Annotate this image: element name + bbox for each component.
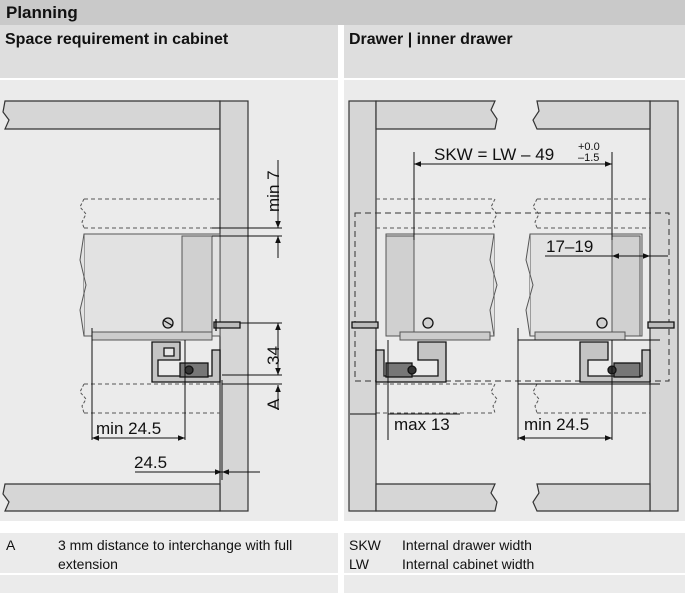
right-drawer: [354, 198, 670, 414]
left-runner: [151, 317, 241, 383]
left-drawer: [79, 198, 221, 414]
right-panel-header: Drawer | inner drawer: [344, 25, 685, 78]
dim-max13: max 13: [394, 415, 450, 434]
tolerance-lower: –1.5: [578, 152, 599, 164]
screw-left-icon: [422, 317, 434, 329]
legend-left-strip: [0, 575, 338, 593]
cabinet-bottom-left: [375, 483, 498, 512]
cabinet-bottom-right: [532, 483, 651, 512]
dim-min245-left: min 24.5: [96, 419, 161, 438]
inner-drawer-outline: [354, 212, 670, 382]
dim-min7: min 7: [264, 170, 283, 212]
dim-1719: 17–19: [546, 237, 593, 256]
cabinet-top-left: [375, 100, 498, 130]
screw-right-icon: [596, 317, 608, 329]
legend-left: [0, 533, 338, 573]
right-panel-title: Drawer | inner drawer: [349, 31, 513, 48]
left-cabinet: [2, 100, 249, 512]
wall-screw-icon: [213, 321, 241, 329]
left-panel-header: Space requirement in cabinet: [0, 25, 338, 78]
legend-text-lw: Internal cabinet width: [402, 556, 535, 572]
legend-text-a-line2: extension: [58, 556, 118, 572]
legend-key-lw: LW: [349, 556, 369, 572]
right-cabinet: [348, 100, 679, 512]
header-bar: Planning: [0, 0, 685, 25]
skw-formula: SKW = LW – 49: [434, 145, 554, 164]
legend-text-skw: Internal drawer width: [402, 537, 532, 553]
dim-a: A: [264, 398, 283, 410]
dim-min245-right: min 24.5: [524, 415, 589, 434]
dim-34: 34: [264, 346, 283, 365]
legend-right-strip: [344, 575, 685, 593]
left-panel-title: Space requirement in cabinet: [5, 31, 229, 48]
cabinet-right-wall: [649, 100, 679, 512]
cabinet-top-right: [532, 100, 651, 130]
dim-245: 24.5: [134, 453, 167, 472]
legend-key-a: A: [6, 537, 16, 553]
runner-right: [579, 341, 651, 383]
runner-left: [375, 341, 447, 383]
runner-carriage: [179, 362, 209, 378]
lower-drawer-outline: [84, 383, 220, 414]
drawer-front: [181, 235, 213, 337]
cabinet-bottom-panel: [2, 483, 221, 512]
page-title: Planning: [6, 3, 78, 22]
legend-right: [344, 533, 685, 573]
legend-key-skw: SKW: [349, 537, 381, 553]
drawer-bottom: [91, 331, 213, 341]
cabinet-top-panel: [2, 100, 221, 130]
cabinet-left-wall: [348, 100, 377, 512]
right-runners: [351, 317, 675, 383]
left-dimensions: [91, 160, 282, 480]
legend-text-a-line1: 3 mm distance to interchange with full: [58, 537, 293, 553]
upper-drawer-outline: [84, 198, 220, 229]
tolerance-upper: +0.0: [578, 141, 600, 153]
cabinet-side-wall: [219, 100, 249, 512]
right-dimensions: [350, 152, 668, 441]
